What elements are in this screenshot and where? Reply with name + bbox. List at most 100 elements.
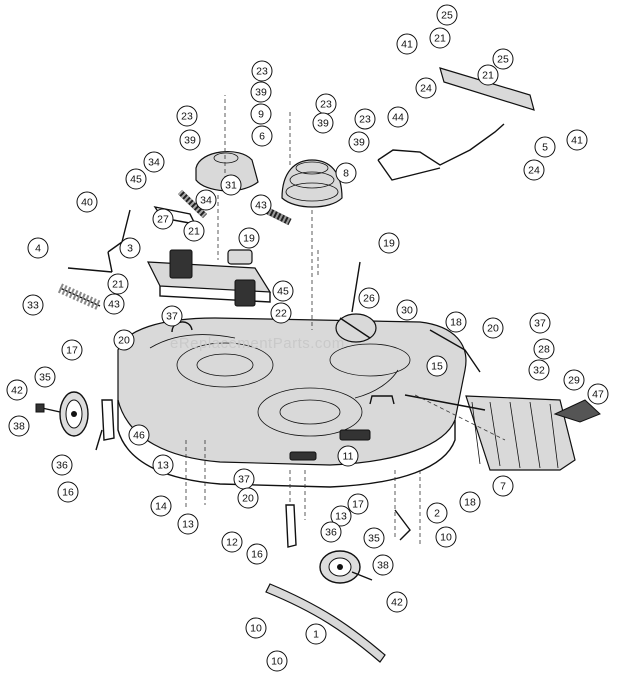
callout-label: 4	[35, 243, 41, 255]
callout-38: 38	[8, 415, 30, 437]
deflector	[553, 399, 601, 423]
callout-label: 7	[500, 481, 506, 493]
callout-label: 37	[534, 318, 546, 330]
callout-27: 27	[152, 208, 174, 230]
anti-scalp-bar	[265, 583, 386, 663]
spring-33	[57, 283, 103, 311]
callout-20: 20	[237, 487, 259, 509]
callout-21: 21	[107, 273, 129, 295]
callout-label: 43	[255, 200, 267, 212]
callout-circle	[245, 617, 267, 639]
wheel-bracket-right	[285, 504, 411, 548]
callout-17: 17	[61, 339, 83, 361]
callout-31: 31	[220, 174, 242, 196]
callout-23: 23	[176, 105, 198, 127]
callout-21: 21	[477, 64, 499, 86]
callout-circle	[337, 445, 359, 467]
callout-13: 13	[177, 513, 199, 535]
callout-label: 17	[66, 345, 78, 357]
callout-37: 37	[161, 305, 183, 327]
callout-circle	[272, 280, 294, 302]
spring-34	[177, 189, 208, 219]
callout-6: 6	[251, 125, 273, 147]
callout-circle	[119, 237, 141, 259]
callout-label: 21	[434, 33, 446, 45]
callout-3: 3	[119, 237, 141, 259]
callout-39: 39	[312, 112, 334, 134]
callout-circle	[396, 33, 418, 55]
callout-circle	[348, 131, 370, 153]
belt-cover-left	[195, 151, 259, 192]
callout-label: 24	[528, 165, 540, 177]
callout-19: 19	[238, 227, 260, 249]
callout-label: 1	[313, 629, 319, 641]
belt-cover-right	[281, 159, 343, 208]
callout-circle	[347, 493, 369, 515]
callout-circle	[251, 60, 273, 82]
callout-14: 14	[150, 495, 172, 517]
callout-circle	[386, 591, 408, 613]
callout-circle	[396, 299, 418, 321]
callout-circle	[8, 415, 30, 437]
idler-pulley	[335, 261, 377, 343]
callout-circle	[435, 526, 457, 548]
callout-13: 13	[330, 505, 352, 527]
callout-2: 2	[426, 502, 448, 524]
wheel-bracket-left	[95, 399, 115, 451]
callout-41: 41	[396, 33, 418, 55]
callout-circle	[107, 273, 129, 295]
callout-label: 23	[359, 114, 371, 126]
callout-circle	[103, 293, 125, 315]
callout-39: 39	[250, 81, 272, 103]
callout-label: 46	[133, 430, 145, 442]
callout-label: 15	[431, 361, 443, 373]
callout-37: 37	[529, 312, 551, 334]
callout-circle	[250, 81, 272, 103]
callout-label: 21	[112, 279, 124, 291]
callout-circle	[335, 162, 357, 184]
callout-label: 39	[353, 137, 365, 149]
callout-label: 21	[188, 226, 200, 238]
callout-circle	[179, 129, 201, 151]
callout-label: 24	[420, 83, 432, 95]
callout-circle	[6, 379, 28, 401]
callout-label: 44	[392, 112, 404, 124]
callout-circle	[415, 77, 437, 99]
handle-assembly	[377, 67, 535, 181]
callout-circle	[426, 502, 448, 524]
callout-circle	[312, 112, 334, 134]
callout-label: 26	[363, 293, 375, 305]
callout-label: 23	[256, 66, 268, 78]
callout-circle	[429, 27, 451, 49]
callout-label: 16	[251, 549, 263, 561]
callout-circle	[266, 650, 288, 672]
callout-label: 12	[226, 537, 238, 549]
callout-label: 2	[434, 508, 440, 520]
callout-45: 45	[125, 168, 147, 190]
callout-19: 19	[378, 232, 400, 254]
callout-label: 20	[118, 335, 130, 347]
callout-circle	[387, 106, 409, 128]
callout-9: 9	[250, 103, 272, 125]
callout-38: 38	[372, 554, 394, 576]
callout-label: 14	[155, 501, 167, 513]
callout-28: 28	[533, 338, 555, 360]
callout-15: 15	[426, 355, 448, 377]
callout-circle	[150, 495, 172, 517]
callout-circle	[176, 105, 198, 127]
callout-circle	[27, 237, 49, 259]
callout-5: 5	[534, 136, 556, 158]
callout-label: 28	[538, 344, 550, 356]
callout-circle	[22, 294, 44, 316]
callout-label: 19	[243, 233, 255, 245]
callout-label: 32	[533, 365, 545, 377]
callout-18: 18	[445, 311, 467, 333]
callout-circle	[528, 359, 550, 381]
callout-23: 23	[315, 93, 337, 115]
callout-25: 25	[492, 48, 514, 70]
lift-arm	[67, 209, 131, 273]
callout-1: 1	[305, 623, 327, 645]
callout-label: 36	[56, 460, 68, 472]
